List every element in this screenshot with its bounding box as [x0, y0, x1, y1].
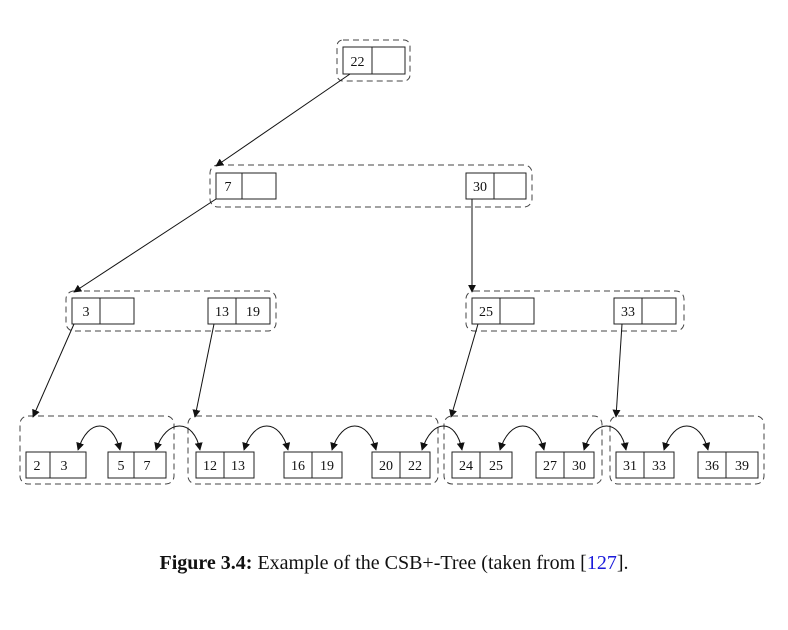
leaf-node-5-7: 5 7: [107, 451, 167, 479]
leaf-key: 33: [652, 459, 666, 474]
root-key: 22: [351, 55, 365, 70]
leaf-key: 30: [572, 459, 586, 474]
level2-node-13-19: 13 19: [207, 297, 271, 325]
leaf-sibling-link: [76, 425, 123, 451]
level1-node-right: 30: [465, 172, 527, 200]
leaf-key: 25: [489, 459, 503, 474]
leaf-key: 31: [623, 459, 637, 474]
edge-25-to-leaf-group-3: [449, 323, 479, 418]
leaf-node-20-22: 20 22: [371, 451, 431, 479]
leaf-sibling-link: [420, 425, 465, 451]
level2-node-3: 3: [71, 297, 135, 325]
level2-node-33: 33: [613, 297, 677, 325]
caption-citation-link[interactable]: 127: [586, 552, 617, 574]
edge-root-to-level1: [215, 73, 351, 167]
leaf-key: 2: [34, 459, 41, 474]
figure-caption: Figure 3.4: Example of the CSB+-Tree (ta…: [0, 552, 788, 575]
leaf-key: 24: [459, 459, 473, 474]
root-node: 22: [342, 46, 406, 75]
leaf-key: 3: [61, 459, 68, 474]
leaf-key: 16: [291, 459, 305, 474]
level2-key-19: 19: [246, 305, 260, 320]
leaf-key: 5: [118, 459, 125, 474]
leaf-sibling-link: [498, 425, 547, 451]
level2-right-group: [465, 290, 685, 332]
caption-text: Example of the CSB+-Tree (taken from [: [252, 552, 587, 574]
edge-7-to-level2-left: [73, 198, 217, 293]
leaf-key: 39: [735, 459, 749, 474]
leaf-node-31-33: 31 33: [615, 451, 675, 479]
level2-key-33: 33: [621, 305, 635, 320]
level1-key-30: 30: [473, 180, 487, 195]
leaf-sibling-link: [582, 425, 629, 451]
leaf-sibling-link: [154, 425, 203, 451]
leaf-key: 27: [543, 459, 557, 474]
level2-key-25: 25: [479, 305, 493, 320]
leaf-sibling-link: [330, 425, 379, 451]
leaf-key: 12: [203, 459, 217, 474]
leaf-sibling-link: [242, 425, 291, 451]
leaf-key: 19: [320, 459, 334, 474]
level1-node-group: [209, 164, 533, 208]
caption-label: Figure 3.4:: [159, 552, 253, 574]
caption-suffix: ].: [616, 552, 629, 574]
leaf-group-1: [19, 415, 175, 485]
leaf-node-24-25: 24 25: [451, 451, 513, 479]
leaf-node-27-30: 27 30: [535, 451, 595, 479]
leaf-key: 20: [379, 459, 393, 474]
leaf-key: 13: [231, 459, 245, 474]
edge-13-to-leaf-group-2: [192, 323, 215, 418]
leaf-node-36-39: 36 39: [697, 451, 759, 479]
leaf-node-12-13: 12 13: [195, 451, 255, 479]
leaf-node-2-3: 2 3: [25, 451, 87, 479]
leaf-key: 22: [408, 459, 422, 474]
leaf-key: 36: [705, 459, 719, 474]
level1-key-7: 7: [225, 180, 232, 195]
leaf-key: 7: [144, 459, 151, 474]
leaf-node-16-19: 16 19: [283, 451, 343, 479]
level1-node-left: 7: [215, 172, 277, 200]
edge-3-to-leaf-group-1: [32, 323, 75, 418]
level2-key-3: 3: [83, 305, 90, 320]
leaf-sibling-link: [662, 425, 711, 451]
root-node-group: [336, 39, 411, 82]
level2-node-25: 25: [471, 297, 535, 325]
edge-33-to-leaf-group-4: [612, 323, 623, 418]
level2-key-13: 13: [215, 305, 229, 320]
level2-left-group: [65, 290, 277, 332]
